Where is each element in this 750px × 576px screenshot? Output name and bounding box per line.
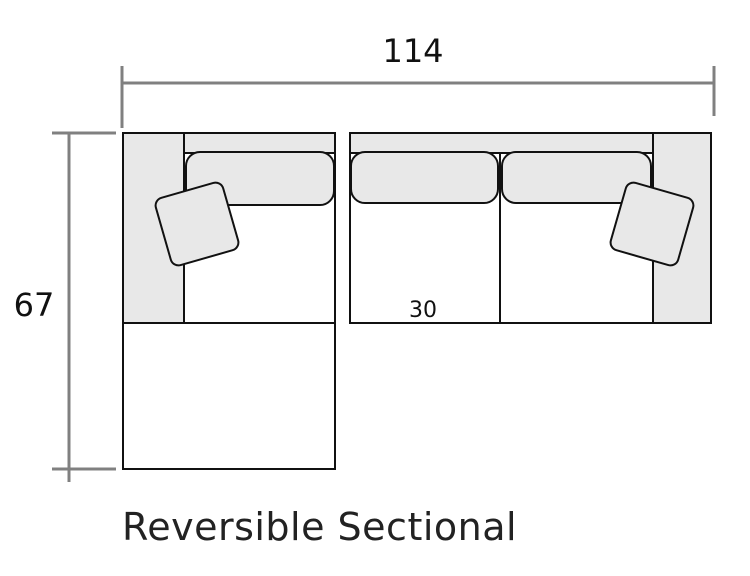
chaise-throw-pillow [154,181,240,267]
depth-label: 67 [14,286,55,324]
sofa-back-rail [349,132,654,154]
chaise-section [122,132,336,470]
diagram-caption: Reversible Sectional [122,505,518,549]
width-label: 114 [382,32,443,70]
depth-dimension: 67 [14,131,116,482]
sofa-back-cushion-left [350,151,499,204]
sofa-back-cushion-right [501,151,652,204]
chaise-back-rail [183,132,336,154]
chaise-footrest [122,322,336,470]
sofa-section: 30 [349,132,712,324]
sofa-throw-pillow [609,181,695,267]
seat-width-label: 30 [409,298,437,323]
width-dimension: 114 [120,32,716,128]
